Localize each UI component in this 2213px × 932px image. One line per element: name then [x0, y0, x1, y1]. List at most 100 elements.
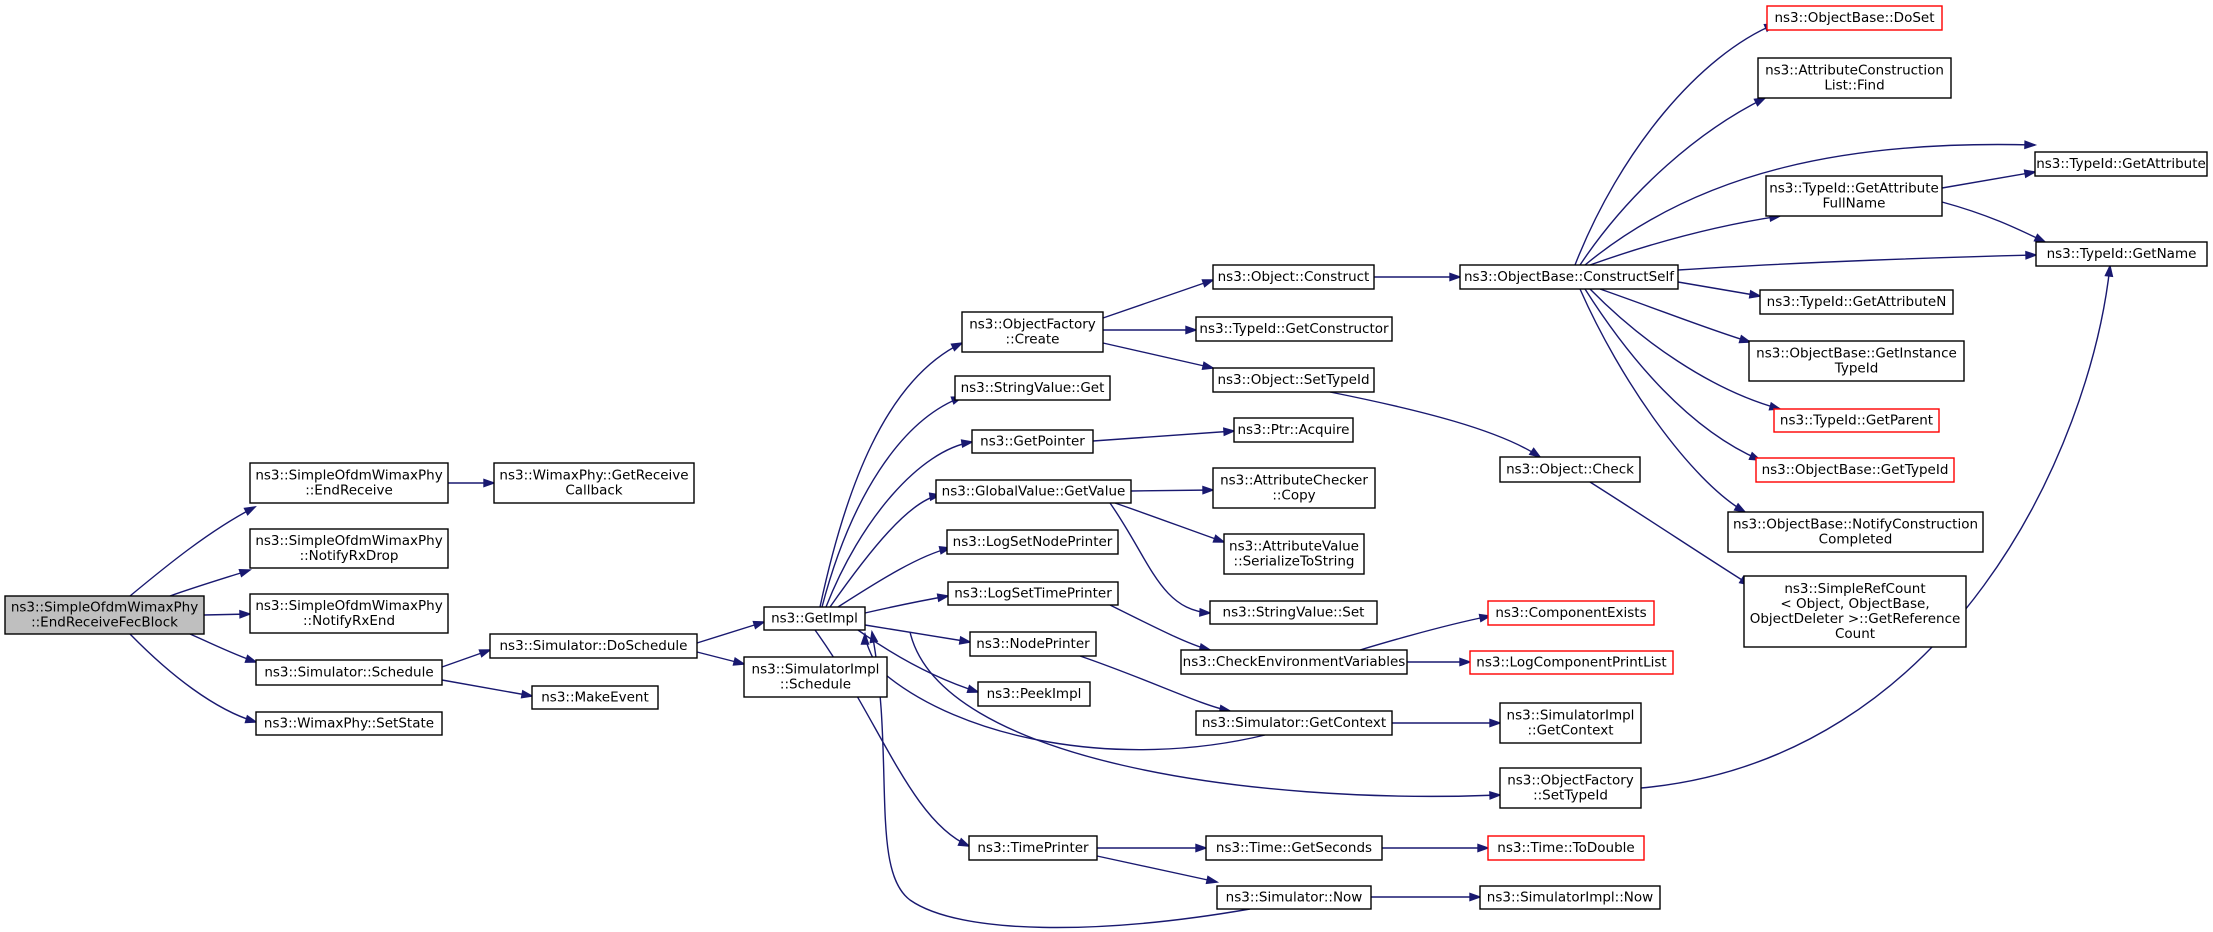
node-box [1765, 175, 1943, 217]
node-logsetnode[interactable]: ns3::LogSetNodePrinter [946, 529, 1119, 555]
arrowhead [483, 478, 497, 488]
arrowhead [1195, 843, 1209, 853]
node-strvalget[interactable]: ns3::StringValue::Get [954, 375, 1111, 401]
edge-constructself-to-obdoset [1574, 23, 1777, 266]
edge-line [1677, 254, 2037, 271]
node-root[interactable]: ns3::SimpleOfdmWimaxPhy::EndReceiveFecBl… [4, 595, 205, 635]
node-box [977, 681, 1091, 707]
edge-doschedule-to-getimpl [696, 620, 767, 644]
edge-line [1109, 604, 1211, 651]
node-box [1499, 702, 1642, 744]
node-label-line: ns3::AttributeValue [1229, 539, 1359, 555]
node-compexists[interactable]: ns3::ComponentExists [1487, 600, 1655, 626]
node-label-line: ns3::ObjectBase::GetTypeId [1762, 462, 1949, 478]
edge-line [696, 621, 765, 644]
edge-line [1589, 215, 1781, 266]
node-logcompprint[interactable]: ns3::LogComponentPrintList [1469, 650, 1674, 675]
arrowhead [2023, 169, 2038, 179]
edge-line [129, 506, 256, 597]
node-timetodouble[interactable]: ns3::Time::ToDouble [1487, 835, 1645, 861]
node-getattrn[interactable]: ns3::TypeId::GetAttributeN [1759, 289, 1954, 315]
node-doschedule[interactable]: ns3::Simulator::DoSchedule [489, 633, 698, 659]
node-label-line: ::NotifyRxEnd [303, 613, 395, 629]
node-getattribute[interactable]: ns3::TypeId::GetAttribute [2034, 151, 2208, 177]
node-objcheck[interactable]: ns3::Object::Check [1499, 456, 1641, 483]
node-makeevent[interactable]: ns3::MakeEvent [531, 685, 659, 710]
node-attrchecker[interactable]: ns3::AttributeChecker::Copy [1212, 467, 1376, 509]
node-simnow[interactable]: ns3::Simulator::Now [1216, 885, 1372, 910]
node-simgetcontext[interactable]: ns3::Simulator::GetContext [1195, 710, 1393, 736]
node-box [946, 529, 1119, 555]
node-obgettypeid[interactable]: ns3::ObjectBase::GetTypeId [1755, 457, 1955, 483]
node-schedule[interactable]: ns3::Simulator::Schedule [255, 659, 443, 686]
node-box [954, 375, 1111, 401]
node-box [255, 659, 443, 686]
edge-line [1574, 23, 1776, 266]
node-simimplnow[interactable]: ns3::SimulatorImpl::Now [1479, 885, 1661, 910]
edge-checkenv-to-logcompprint [1407, 657, 1473, 667]
node-notifyrxend[interactable]: ns3::SimpleOfdmWimaxPhy::NotifyRxEnd [249, 593, 449, 634]
node-objsettypeid[interactable]: ns3::Object::SetTypeId [1212, 367, 1375, 393]
node-label-line: ns3::AttributeChecker [1220, 473, 1368, 489]
node-simplerefcount[interactable]: ns3::SimpleRefCount< Object, ObjectBase,… [1743, 575, 1967, 648]
node-nodeprinter[interactable]: ns3::NodePrinter [969, 631, 1097, 657]
node-getimpl[interactable]: ns3::GetImpl [763, 606, 866, 631]
node-box [1212, 264, 1375, 290]
node-logsettime[interactable]: ns3::LogSetTimePrinter [947, 581, 1119, 606]
node-getconstructor[interactable]: ns3::TypeId::GetConstructor [1195, 316, 1393, 342]
node-endreceive[interactable]: ns3::SimpleOfdmWimaxPhy::EndReceive [249, 462, 449, 504]
node-objconstruct[interactable]: ns3::Object::Construct [1212, 264, 1375, 290]
edge-line [1584, 288, 1761, 461]
node-getname[interactable]: ns3::TypeId::GetName [2035, 241, 2208, 267]
node-label-line: ::SerializeToString [1234, 554, 1355, 570]
node-ofsettypeid[interactable]: ns3::ObjectFactory::SetTypeId [1499, 767, 1642, 809]
arrowhead [2024, 140, 2038, 150]
node-label-line: ns3::AttributeConstruction [1765, 63, 1944, 79]
node-label-line: ns3::TimePrinter [977, 840, 1089, 856]
node-simimplgetctx[interactable]: ns3::SimulatorImpl::GetContext [1499, 702, 1642, 744]
node-box [493, 462, 695, 504]
node-box [1233, 417, 1354, 443]
node-label-line: ns3::Simulator::Now [1226, 890, 1363, 906]
node-box [961, 311, 1104, 353]
node-peekimpl[interactable]: ns3::PeekImpl [977, 681, 1091, 707]
edge-line [871, 631, 1251, 929]
edge-logsettime-to-checkenv [1109, 604, 1213, 652]
edge-line [1329, 391, 1541, 458]
node-attrvalue[interactable]: ns3::AttributeValue::SerializeToString [1223, 533, 1365, 575]
edge-root-to-schedule [189, 633, 259, 663]
node-gvgetvalue[interactable]: ns3::GlobalValue::GetValue [935, 479, 1132, 504]
node-box [4, 595, 205, 635]
node-label-line: ::EndReceive [305, 483, 393, 499]
node-setstate[interactable]: ns3::WimaxPhy::SetState [255, 711, 443, 736]
node-label-line: Count [1835, 626, 1875, 642]
node-timeprinter[interactable]: ns3::TimePrinter [968, 835, 1098, 861]
edge-line [1092, 430, 1235, 442]
node-timegetseconds[interactable]: ns3::Time::GetSeconds [1205, 835, 1383, 861]
node-checkenv[interactable]: ns3::CheckEnvironmentVariables [1180, 649, 1408, 675]
edge-line [1640, 265, 2111, 789]
node-label-line: ns3::SimpleOfdmWimaxPhy [255, 468, 442, 484]
arrowhead [1201, 361, 1216, 371]
arrowhead [1201, 279, 1216, 288]
edge-line [1941, 171, 2036, 189]
edge-root-to-notifyrxdrop [169, 568, 253, 597]
node-getparent[interactable]: ns3::TypeId::GetParent [1773, 408, 1940, 433]
node-obdoset[interactable]: ns3::ObjectBase::DoSet [1766, 5, 1943, 31]
node-constructself[interactable]: ns3::ObjectBase::ConstructSelf [1459, 264, 1679, 290]
node-box [531, 685, 659, 710]
edge-line [169, 569, 251, 597]
node-box [249, 593, 449, 634]
node-ptracquire[interactable]: ns3::Ptr::Acquire [1233, 417, 1354, 443]
node-simimplschedule[interactable]: ns3::SimulatorImpl::Schedule [743, 656, 888, 698]
edge-root-to-notifyrxend [203, 609, 253, 619]
node-ofcreate[interactable]: ns3::ObjectFactory::Create [961, 311, 1104, 353]
node-notifyrxdrop[interactable]: ns3::SimpleOfdmWimaxPhy::NotifyRxDrop [249, 528, 449, 569]
node-notifyconstr[interactable]: ns3::ObjectBase::NotifyConstructionCompl… [1727, 511, 1984, 553]
node-strvalset[interactable]: ns3::StringValue::Set [1209, 600, 1378, 625]
node-getpointer[interactable]: ns3::GetPointer [971, 429, 1094, 454]
